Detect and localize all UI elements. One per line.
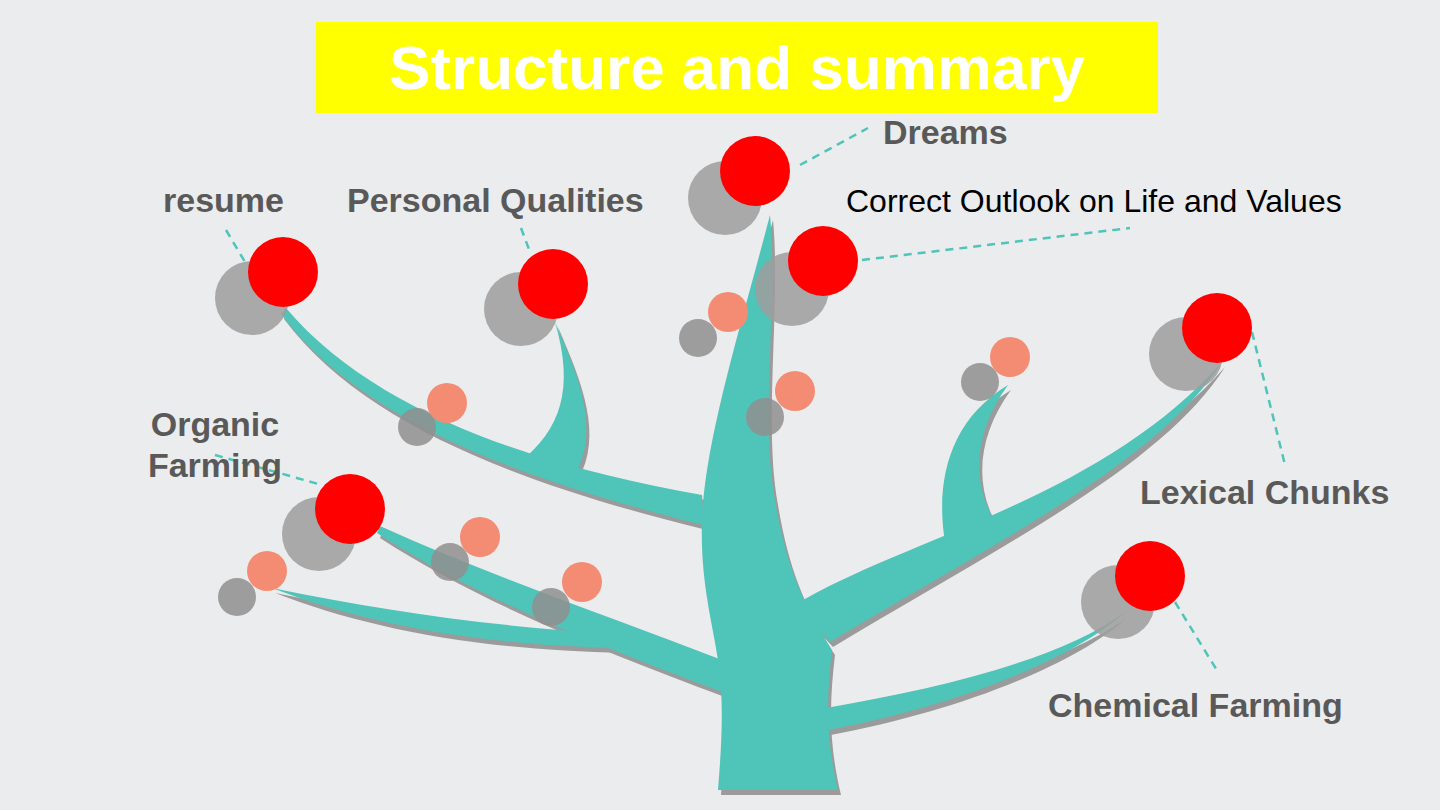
red-circle bbox=[720, 136, 790, 206]
topic-label: resume bbox=[163, 180, 284, 221]
small-salmon-dot bbox=[460, 517, 500, 557]
circle-outline bbox=[518, 249, 588, 319]
topic-circle: resume bbox=[248, 237, 318, 307]
small-salmon-dot bbox=[427, 383, 467, 423]
leader-line bbox=[1175, 602, 1218, 672]
leader-line bbox=[226, 230, 245, 262]
circle-outline bbox=[1182, 293, 1252, 363]
small-gray-dot bbox=[679, 319, 717, 357]
title-banner: Structure and summary bbox=[316, 22, 1158, 113]
small-gray-dot bbox=[746, 398, 784, 436]
small-gray-dot bbox=[431, 543, 469, 581]
topic-label: Correct Outlook on Life and Values bbox=[846, 182, 1342, 220]
topic-circle: Chemical Farming bbox=[1115, 541, 1185, 611]
red-circle bbox=[248, 237, 318, 307]
small-salmon-dot bbox=[775, 371, 815, 411]
topic-circle: Dreams bbox=[720, 136, 790, 206]
small-salmon-dot bbox=[247, 551, 287, 591]
small-salmon-dot bbox=[562, 562, 602, 602]
topic-circle: Correct Outlook on Life and Values bbox=[788, 226, 858, 296]
small-salmon-dot bbox=[990, 337, 1030, 377]
topic-label: Lexical Chunks bbox=[1140, 472, 1389, 513]
topic-label: Dreams bbox=[883, 112, 1008, 153]
leader-line bbox=[862, 228, 1130, 260]
circle-outline bbox=[1115, 541, 1185, 611]
leader-line bbox=[1252, 332, 1285, 465]
leader-line bbox=[521, 228, 530, 252]
red-circle bbox=[315, 474, 385, 544]
circle-outline bbox=[720, 136, 790, 206]
topic-label: Personal Qualities bbox=[347, 180, 644, 221]
topic-circle: Organic Farming bbox=[315, 474, 385, 544]
topic-label: Organic Farming bbox=[130, 404, 300, 486]
small-gray-dot bbox=[532, 588, 570, 626]
circle-outline bbox=[788, 226, 858, 296]
red-circle bbox=[788, 226, 858, 296]
topic-label: Chemical Farming bbox=[1048, 685, 1343, 726]
circle-outline bbox=[315, 474, 385, 544]
leader-line bbox=[800, 128, 868, 165]
red-circle bbox=[1182, 293, 1252, 363]
topic-circle: Lexical Chunks bbox=[1182, 293, 1252, 363]
topic-circle: Personal Qualities bbox=[518, 249, 588, 319]
small-gray-dot bbox=[218, 578, 256, 616]
red-circle bbox=[1115, 541, 1185, 611]
red-circle bbox=[518, 249, 588, 319]
circle-outline bbox=[248, 237, 318, 307]
small-salmon-dot bbox=[708, 292, 748, 332]
small-gray-dot bbox=[961, 363, 999, 401]
